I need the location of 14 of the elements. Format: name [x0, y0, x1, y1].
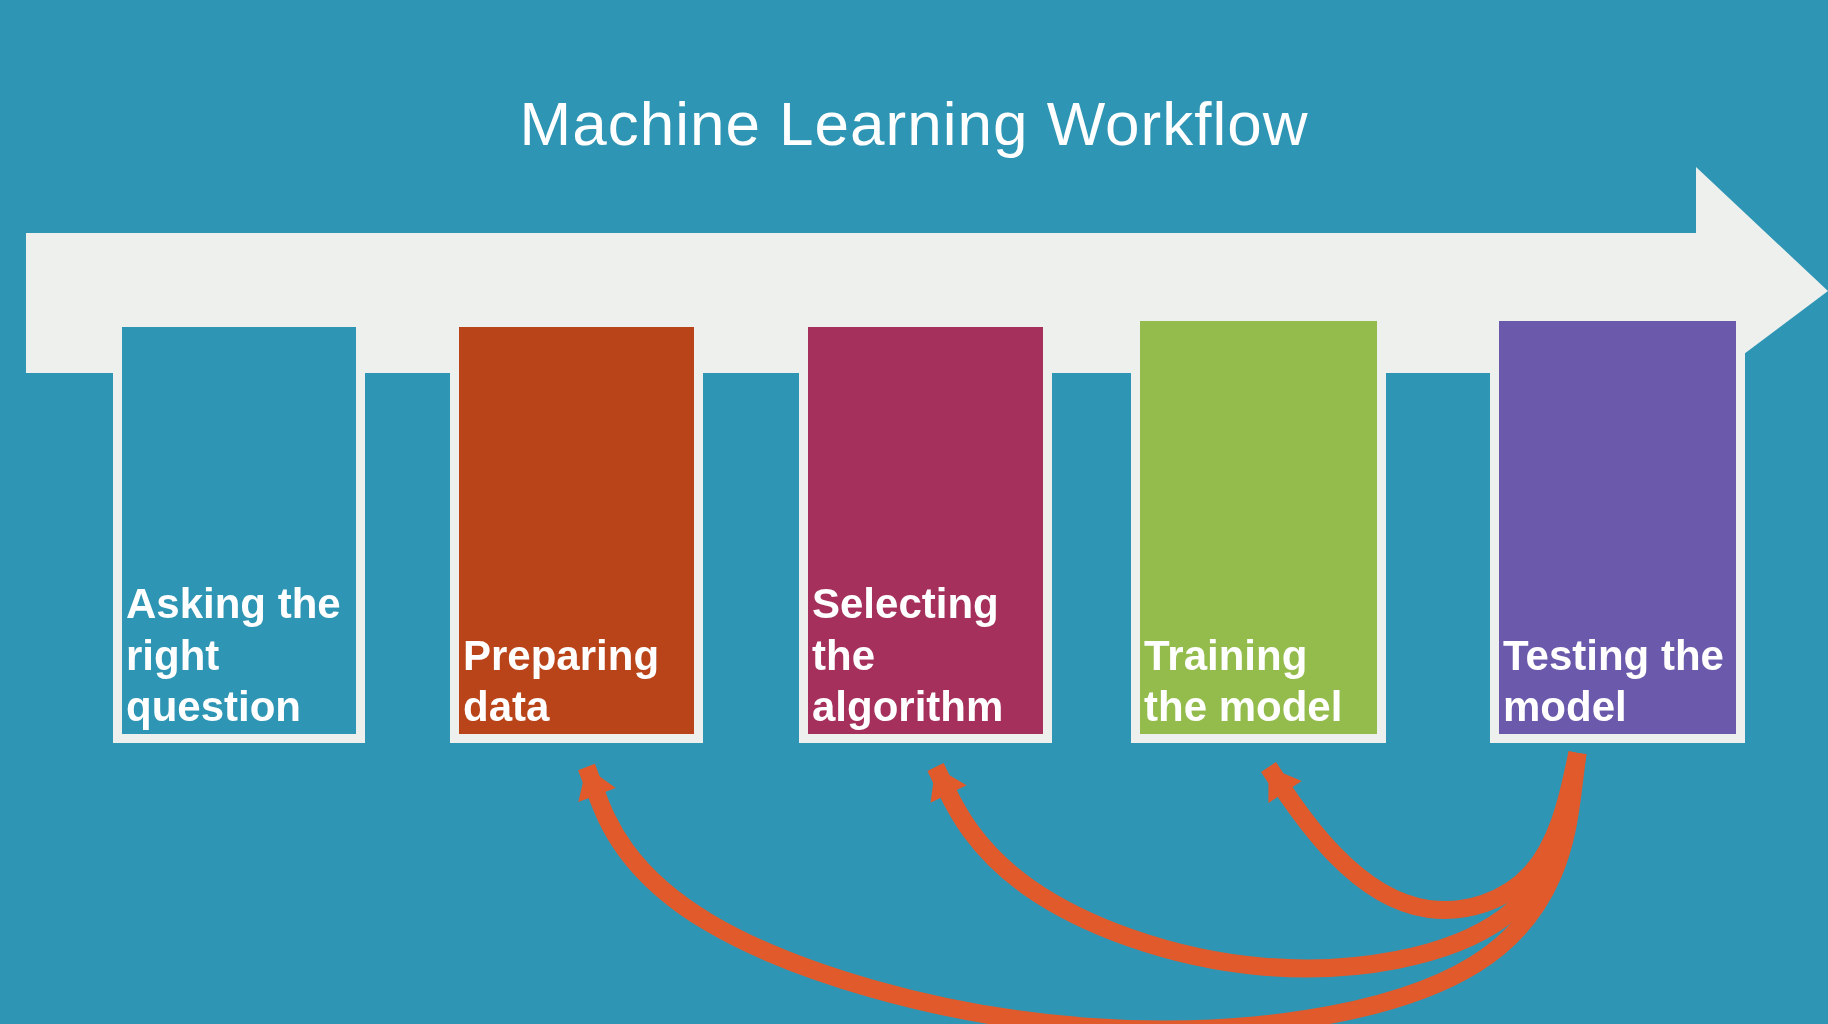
step-label: Preparing data: [462, 630, 661, 732]
feedback-arrow: [1261, 751, 1587, 919]
process-box: [113, 318, 365, 743]
process-box: [799, 318, 1052, 743]
step-label: Testing the model: [1502, 630, 1725, 732]
feedback-arrow: [578, 751, 1587, 1024]
step-label: Selecting the algorithm: [811, 579, 1005, 732]
process-box: [450, 318, 703, 743]
diagram-title: Machine Learning Workflow: [519, 88, 1309, 159]
step-label: Training the model: [1143, 630, 1344, 732]
step-label: Asking the right question: [125, 579, 342, 732]
process-box: [1131, 312, 1386, 743]
feedback-arrow: [927, 751, 1587, 978]
process-box: [1490, 312, 1745, 743]
